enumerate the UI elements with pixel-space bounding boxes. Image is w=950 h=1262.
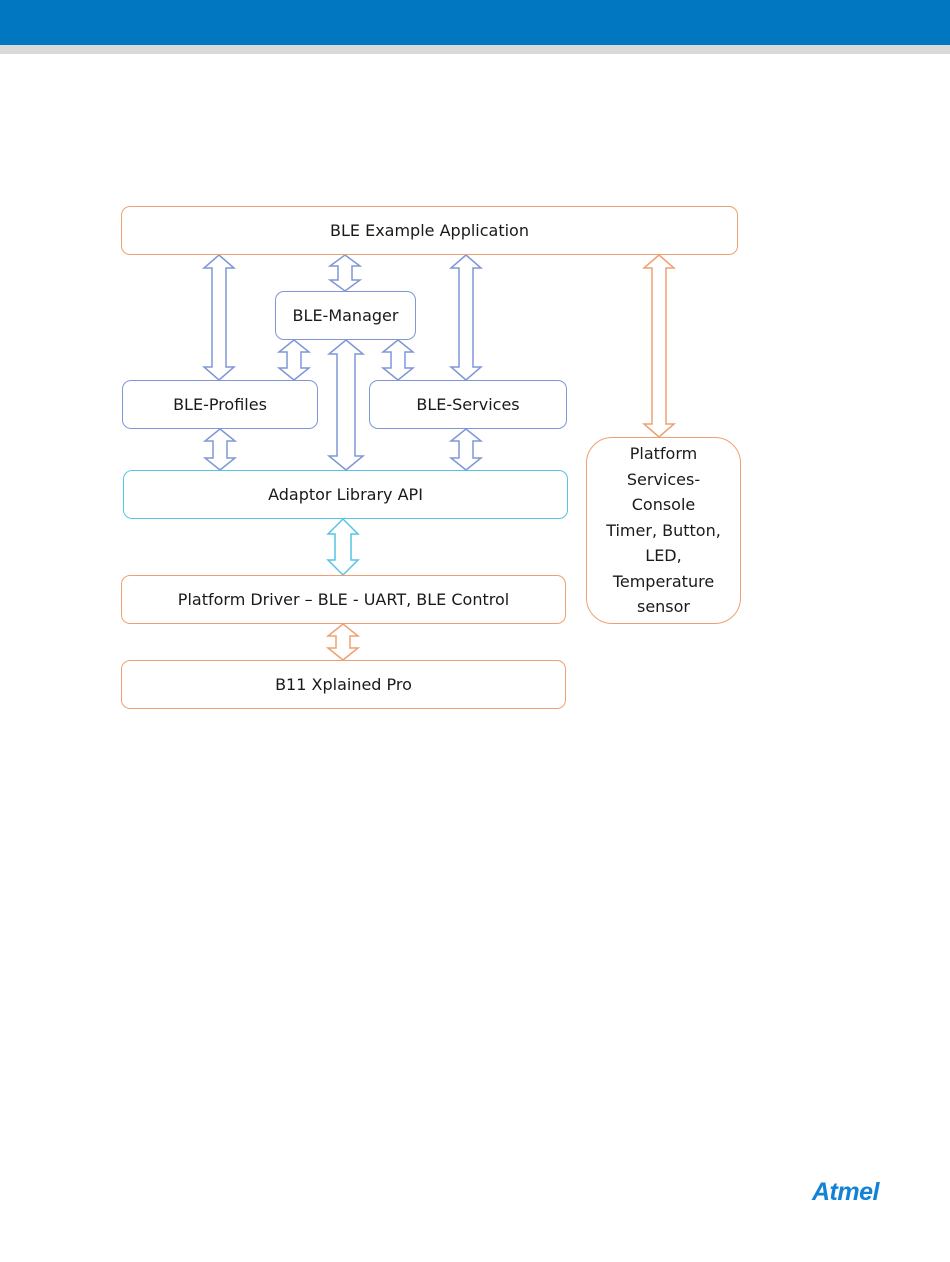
box-label: BLE-Services [416, 395, 520, 414]
box-label-line: Timer, Button, [606, 520, 721, 540]
box-label-line: Console [631, 495, 696, 515]
box-b11-xplained-pro: B11 Xplained Pro [121, 660, 566, 709]
header-bar [0, 0, 950, 45]
box-label: BLE-Manager [292, 306, 399, 325]
arrow-services-adaptor [448, 428, 484, 471]
box-label-line: sensor [636, 597, 691, 617]
box-label: BLE-Profiles [173, 395, 267, 414]
arrow-app-manager [327, 254, 363, 292]
arrow-manager-adaptor [326, 339, 366, 471]
box-ble-services: BLE-Services [369, 380, 567, 429]
header-rule [0, 45, 950, 54]
box-ble-manager: BLE-Manager [275, 291, 416, 340]
arrow-driver-board [325, 623, 361, 661]
box-label-line: Services- [626, 469, 701, 489]
arrow-adaptor-driver [326, 517, 360, 577]
box-label: Adaptor Library API [268, 485, 423, 504]
box-label-line: LED, [645, 546, 682, 566]
atmel-logo: Atmel [812, 1178, 879, 1206]
box-adaptor-library-api: Adaptor Library API [123, 470, 568, 519]
arrow-manager-profiles [276, 339, 312, 381]
box-platform-driver: Platform Driver – BLE - UART, BLE Contro… [121, 575, 566, 624]
box-label: B11 Xplained Pro [275, 675, 412, 694]
box-platform-services: Platform Services- Console Timer, Button… [586, 437, 741, 624]
platform-services-lines: Platform Services- Console Timer, Button… [606, 441, 721, 620]
box-label-line: Platform [629, 444, 698, 464]
ble-architecture-diagram: BLE Example Application BLE-Manager BLE-… [121, 206, 741, 709]
arrow-app-services [448, 254, 484, 381]
box-ble-profiles: BLE-Profiles [122, 380, 318, 429]
arrow-profiles-adaptor [202, 428, 238, 471]
box-label: BLE Example Application [330, 221, 529, 240]
arrow-app-platform [641, 254, 677, 438]
box-label: Platform Driver – BLE - UART, BLE Contro… [177, 590, 510, 609]
box-label-line: Temperature [612, 571, 715, 591]
arrow-app-profiles [201, 254, 237, 381]
arrow-manager-services [380, 339, 416, 381]
box-ble-example-application: BLE Example Application [121, 206, 738, 255]
